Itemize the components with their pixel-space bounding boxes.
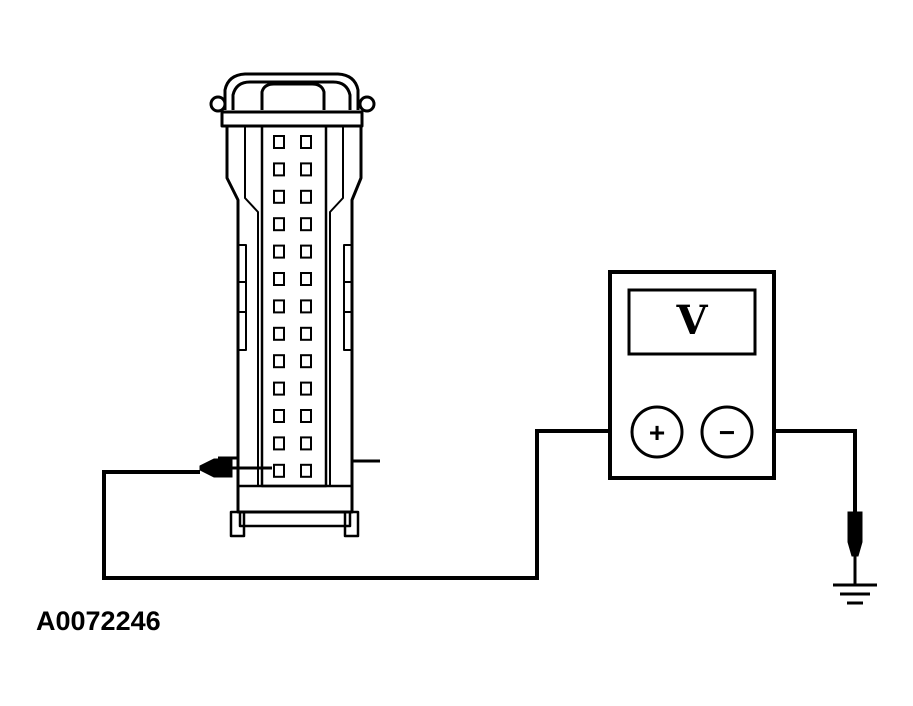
connector-pin <box>273 381 285 396</box>
connector-pin <box>300 463 312 478</box>
connector-latch <box>260 82 326 110</box>
probe-icon <box>199 458 272 478</box>
connector-pin <box>273 217 285 232</box>
wires <box>102 429 857 580</box>
connector-right-tab <box>343 244 352 351</box>
connector-shell <box>225 126 363 514</box>
connector-pin <box>273 354 285 369</box>
connector-pin <box>300 354 312 369</box>
ground-icon <box>833 583 877 605</box>
connector-bottom-right-post <box>343 510 360 538</box>
connector-pin <box>300 299 312 314</box>
connector-pin <box>273 326 285 341</box>
positive-terminal-sign: + <box>649 417 665 448</box>
connector-pin <box>273 244 285 259</box>
connector-pin <box>300 326 312 341</box>
connector-top-cap <box>223 72 360 110</box>
positive-terminal <box>630 405 684 459</box>
connector-bottom-left-post <box>229 510 246 538</box>
connector-pin <box>300 272 312 286</box>
multimeter-display-symbol: V <box>675 297 708 344</box>
multimeter-display <box>627 288 757 356</box>
connector-left-tab <box>238 244 247 351</box>
connector-inner-left-wall <box>244 126 259 486</box>
connector-pin <box>300 135 312 149</box>
multimeter: V + − <box>608 270 776 480</box>
connector-pin <box>300 436 312 451</box>
connector <box>209 72 380 538</box>
test-lead-positive <box>102 429 632 580</box>
connector-collar <box>220 110 364 128</box>
connector-pin <box>273 162 285 177</box>
connector-pin <box>273 463 285 478</box>
connector-pin <box>273 299 285 314</box>
connector-left-notch <box>238 281 246 313</box>
connector-pin-insert <box>260 124 328 488</box>
connector-pin <box>300 189 312 204</box>
connector-pin <box>300 162 312 177</box>
connector-bottom-base <box>238 510 352 528</box>
connector-top-cap-inner <box>231 80 352 110</box>
connector-pin <box>300 217 312 232</box>
connector-pins <box>273 135 312 478</box>
connector-inner-right-wall <box>329 126 344 486</box>
connector-pin <box>273 272 285 286</box>
negative-terminal <box>700 405 754 459</box>
connector-pin <box>300 244 312 259</box>
connector-pin <box>300 381 312 396</box>
test-lead-negative <box>752 429 857 512</box>
connector-pin <box>273 436 285 451</box>
ground-probe-icon <box>847 511 863 585</box>
figure-id-label: A0072246 <box>36 606 161 636</box>
connector-left-ear <box>209 95 227 113</box>
connector-pin <box>273 189 285 204</box>
connector-pin <box>273 409 285 423</box>
connector-pin <box>300 409 312 423</box>
connector-pin <box>273 135 285 149</box>
negative-terminal-sign: − <box>719 417 735 448</box>
connector-right-notch <box>344 281 352 313</box>
connector-right-ear <box>358 95 376 113</box>
